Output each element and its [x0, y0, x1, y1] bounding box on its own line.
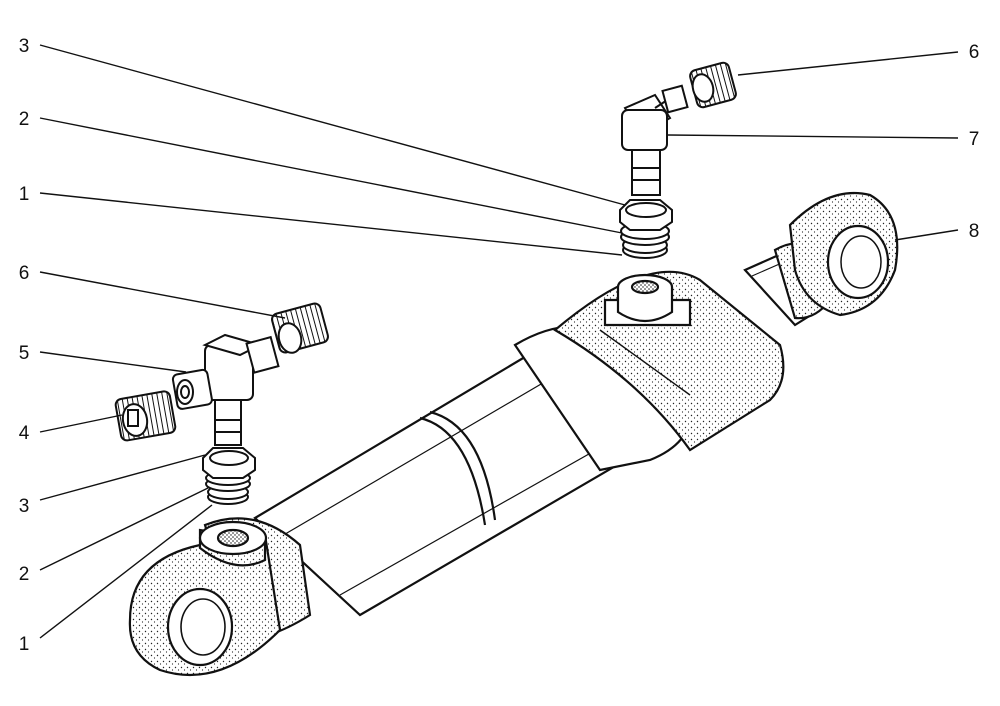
callout-1-bottom: 1: [19, 634, 30, 655]
cylinder-body: [128, 191, 899, 677]
front-fitting-stack: [619, 61, 737, 259]
callout-7: 7: [969, 129, 980, 150]
leader-lines: [39, 44, 959, 639]
callout-3-bottom: 3: [19, 496, 30, 517]
callout-8: 8: [969, 221, 980, 242]
rear-fitting-stack: [114, 302, 329, 505]
callout-6-left: 6: [19, 263, 30, 284]
callout-6-right: 6: [969, 42, 980, 63]
callout-1-top: 1: [19, 184, 30, 205]
callout-4: 4: [19, 423, 30, 444]
callout-5: 5: [19, 343, 30, 364]
callout-3-top: 3: [19, 36, 30, 57]
callout-2-bottom: 2: [19, 564, 30, 585]
callout-2-top: 2: [19, 109, 30, 130]
callout-labels: 3 2 1 6 5 4 3 2 1 6 7 8: [19, 36, 980, 655]
